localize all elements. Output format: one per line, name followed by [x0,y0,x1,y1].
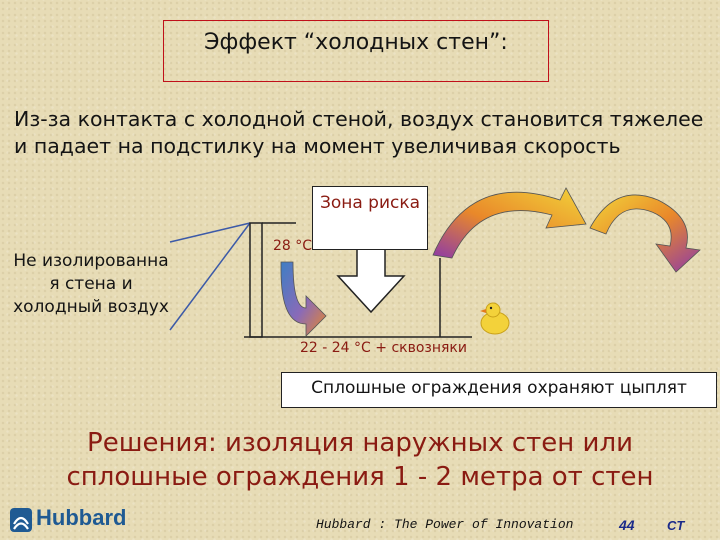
risk-zone-box [312,186,428,250]
temperature-high-label: 28 °C [273,238,313,254]
risk-zone-arrow-icon [336,247,406,314]
wall-label: Не изолированна я стена и холодный возду… [13,251,169,317]
left-curved-arrow-icon [432,187,587,259]
connector-line-top [169,222,251,243]
wall [249,222,263,338]
temperature-low-label: 22 - 24 °C + сквозняки [300,340,467,356]
protection-box [281,372,717,408]
solution-text: Решения: изоляция наружных стен или спло… [66,428,654,492]
right-curved-arrow-icon [589,194,701,273]
connector-line-bottom [169,222,251,331]
footer-tagline: Hubbard : The Power of Innovation [316,517,574,532]
slide-title: Эффект “холодных стен”: [204,30,508,55]
intro-text: Из-за контакта с холодной стеной, воздух… [14,107,704,158]
hubbard-logo-icon [10,508,32,532]
chick-icon [480,302,510,335]
cold-air-arrow-icon [280,261,327,337]
title-frame [163,20,549,82]
logo-wordmark: Hubbard [36,505,127,530]
author-initials: CT [667,518,685,533]
risk-zone-label: Зона риска [319,193,421,213]
protection-label: Сплошные ограждения охраняют цыплят [311,378,687,398]
page-number: 44 [619,517,635,533]
